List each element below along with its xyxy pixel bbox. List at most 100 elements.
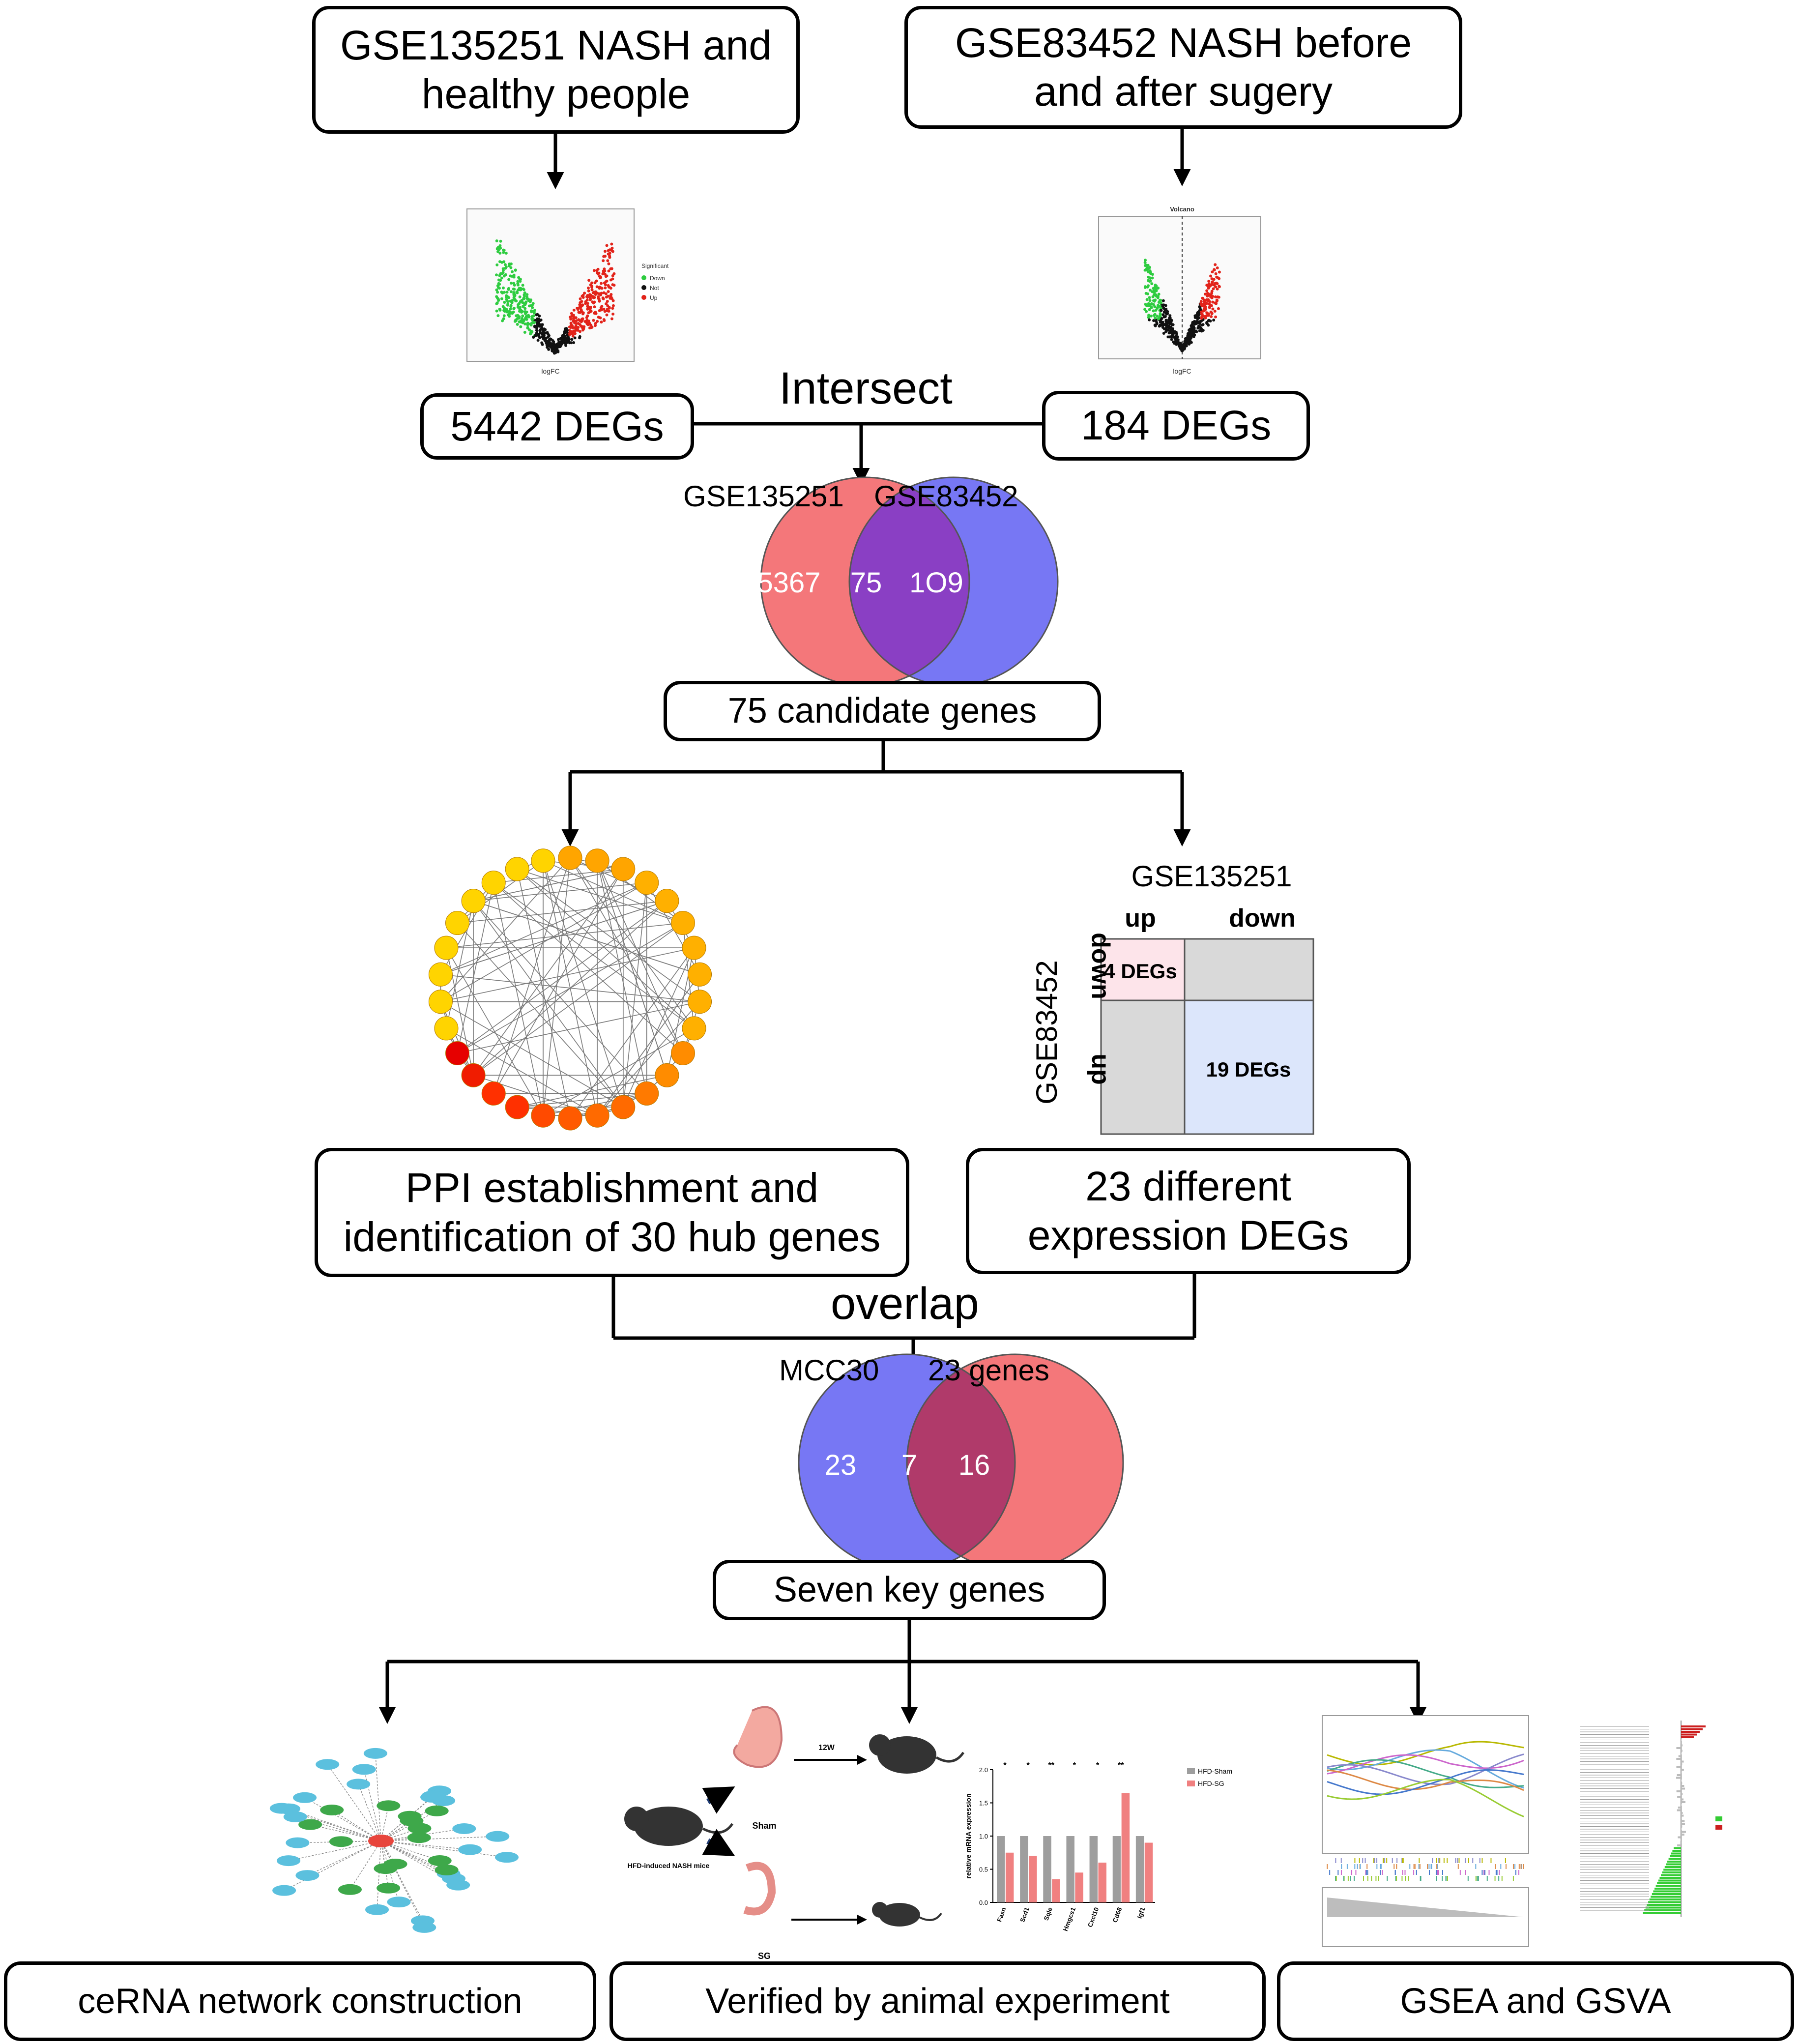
- ppi-edge: [517, 869, 683, 924]
- volcano-right-point: [1198, 306, 1202, 310]
- gsva-bar: [1681, 1834, 1684, 1836]
- ppi-edge: [517, 869, 700, 1002]
- volcano-right-point: [1187, 339, 1190, 342]
- volcano-left-point: [551, 346, 555, 350]
- volcano-right-point: [1200, 317, 1203, 320]
- volcano-left-point: [602, 259, 605, 263]
- volcano-right-point: [1191, 321, 1194, 324]
- ppi-edge: [597, 1001, 700, 1116]
- volcano-right-point: [1170, 338, 1173, 341]
- venn1-left-name: GSE135251: [683, 480, 844, 513]
- ppi-node: [655, 889, 679, 913]
- mouse-sham-result-icon: [869, 1734, 965, 1774]
- ppi-edge: [440, 882, 647, 1002]
- volcano-left-point: [610, 317, 613, 321]
- volcano-right-point: [1179, 344, 1182, 347]
- volcano-left-point: [572, 308, 576, 312]
- volcano-left-point: [518, 306, 522, 310]
- volcano-right-point: [1216, 266, 1219, 270]
- matrix-cell-19-degs: 19 DEGs: [1206, 1058, 1291, 1081]
- volcano-left-xlabel: logFC: [541, 367, 559, 375]
- cerna-node: [377, 1882, 401, 1894]
- volcano-left-point: [592, 269, 596, 272]
- volcano-left-point: [572, 317, 575, 321]
- volcano-left-point: [563, 335, 567, 339]
- gsva-bar: [1649, 1898, 1681, 1900]
- volcano-left-point: [603, 269, 607, 273]
- ppi-node: [434, 935, 459, 960]
- matrix-col-up: up: [1125, 904, 1156, 933]
- volcano-right-point: [1144, 285, 1147, 289]
- volcano-left-point: [607, 309, 610, 313]
- volcano-right-point: [1147, 316, 1150, 319]
- volcano-right-point: [1161, 326, 1164, 329]
- volcano-right-point: [1157, 287, 1160, 290]
- volcano-right-point: [1148, 318, 1151, 321]
- volcano-left-point: [611, 250, 614, 253]
- cerna-node: [494, 1852, 519, 1863]
- volcano-left-point: [542, 330, 545, 333]
- volcano-left-legend-up: Up: [650, 294, 658, 301]
- volcano-right-point: [1207, 292, 1210, 296]
- volcano-right-point: [1149, 272, 1152, 275]
- volcano-right-point: [1210, 292, 1214, 295]
- cerna-node: [352, 1764, 376, 1775]
- gsva-bar: [1681, 1744, 1683, 1747]
- volcano-left-point: [586, 305, 589, 308]
- ppi-edge: [473, 901, 624, 1108]
- volcano-right-point: [1149, 279, 1152, 283]
- volcano-right-point: [1211, 270, 1214, 274]
- volcano-left-point: [573, 321, 577, 325]
- volcano-right-point: [1171, 323, 1175, 326]
- gsva-bar: [1672, 1850, 1681, 1852]
- volcano-left-point: [519, 320, 522, 323]
- volcano-left-point: [532, 336, 535, 339]
- volcano-left-point: [587, 311, 590, 315]
- deg23-box-text: 23 different expression DEGs: [1027, 1163, 1349, 1258]
- ppi-edge: [517, 1075, 667, 1108]
- cerna-node: [277, 1855, 301, 1867]
- ppi-edge: [622, 882, 647, 1108]
- volcano-left-point: [588, 293, 591, 297]
- matrix-col-title: GSE135251: [1132, 860, 1292, 893]
- volcano-left-point: [495, 302, 498, 305]
- volcano-left-point: [496, 291, 499, 294]
- overlap-label: overlap: [831, 1279, 979, 1329]
- volcano-left-point: [597, 297, 601, 301]
- volcano-right-point: [1211, 307, 1215, 311]
- volcano-right-point: [1169, 321, 1173, 325]
- gsva-bar: [1681, 1814, 1684, 1817]
- volcano-left-point: [512, 306, 516, 310]
- volcano-left-point: [521, 317, 524, 320]
- cerna-node: [407, 1823, 432, 1834]
- bar-significance: *: [1003, 1761, 1007, 1770]
- ppi-edge: [457, 900, 667, 924]
- volcano-left-point: [522, 288, 525, 292]
- volcano-left-point: [503, 263, 507, 266]
- bar-sham: [1135, 1836, 1144, 1902]
- gsva-bar: [1676, 1777, 1681, 1779]
- volcano-left-point: [590, 285, 594, 288]
- gsva-bar: [1681, 1801, 1685, 1803]
- volcano-left-point: [549, 337, 552, 341]
- volcano-left-point: [500, 276, 503, 280]
- volcano-left-point: [538, 336, 542, 340]
- volcano-left-point: [517, 317, 521, 320]
- volcano-left-point: [604, 280, 608, 284]
- volcano-left-point: [587, 289, 590, 292]
- volcano-left-legend-not: Not: [650, 285, 659, 292]
- gsva-bar: [1681, 1725, 1706, 1727]
- cerna-node: [377, 1800, 401, 1811]
- deg-box-right-text: 184 DEGs: [1080, 402, 1272, 449]
- bar-significance: **: [1048, 1761, 1055, 1770]
- volcano-left-point: [529, 309, 533, 313]
- volcano-right-point: [1199, 302, 1203, 306]
- ppi-node: [445, 1041, 470, 1065]
- volcano-right-point: [1193, 322, 1196, 325]
- cerna-edge: [380, 1840, 389, 1888]
- gsva-bar: [1659, 1877, 1681, 1879]
- volcano-left-point: [580, 305, 583, 308]
- volcano-right-point: [1160, 309, 1163, 312]
- volcano-left-legend-title: Significant: [641, 263, 669, 269]
